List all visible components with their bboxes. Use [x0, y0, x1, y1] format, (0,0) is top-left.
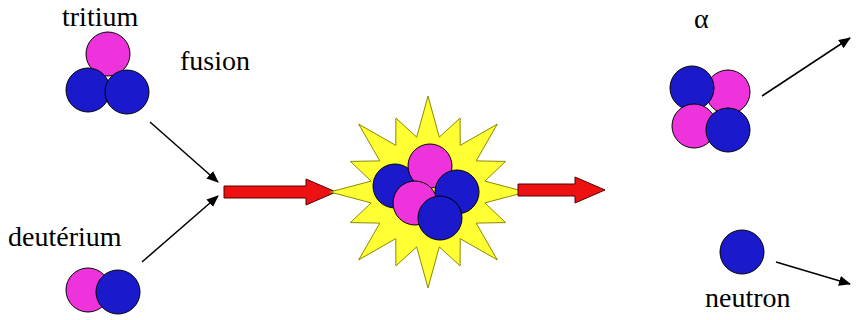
particle-label: neutron [705, 283, 791, 314]
fused-nucleus [373, 144, 479, 240]
process-label: fusion [180, 46, 250, 77]
output-arrow [776, 262, 850, 284]
particle-label: tritium [62, 2, 138, 33]
input-arrow [142, 196, 218, 262]
particle-label: α [694, 4, 709, 35]
alpha-nucleus [670, 66, 750, 152]
input-arrow [150, 122, 218, 182]
output-arrow [762, 38, 850, 96]
fusion-burst [330, 96, 526, 288]
reaction-arrow [518, 177, 605, 203]
neutron-particle [720, 230, 764, 274]
deuterium-nucleus [66, 268, 140, 314]
reaction-arrow [224, 179, 336, 205]
tritium-nucleus [66, 32, 149, 114]
particle-label: deutérium [8, 222, 122, 253]
